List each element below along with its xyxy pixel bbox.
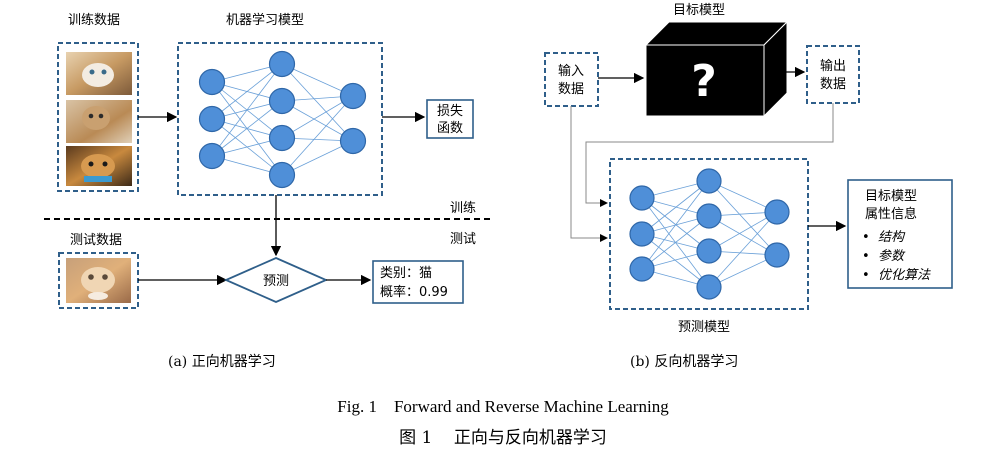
attribute-parameters: 参数 <box>878 249 906 264</box>
ml-model-node-layer1 <box>198 105 226 133</box>
ml-model-edge <box>281 140 354 176</box>
test-data-title: 测试数据 <box>70 233 122 248</box>
test-cat-image <box>66 258 131 303</box>
connector-output-to-predict-model <box>585 103 834 204</box>
ml-model-network <box>198 50 367 189</box>
ml-model-node-layer1 <box>198 142 226 170</box>
attribute-bullet-3: • <box>862 268 870 283</box>
predict-model-node-layer2 <box>696 203 722 229</box>
result-class: 类别：猫 <box>380 266 432 281</box>
ml-model-edge <box>211 63 283 120</box>
predict-model-edge <box>708 215 778 256</box>
ml-model-edge <box>281 95 354 176</box>
figure-caption-english: Fig. 1 Forward and Reverse Machine Learn… <box>337 397 669 416</box>
predict-model-edge <box>641 180 710 270</box>
predict-diamond <box>223 257 329 303</box>
output-data-box <box>806 45 860 104</box>
predict-label: 预测 <box>263 274 289 289</box>
unknown-model-question-mark: ? <box>691 56 717 107</box>
predict-model-edge <box>708 211 778 252</box>
ml-model-node-layer2 <box>268 50 296 78</box>
attribute-title-line2: 属性信息 <box>865 206 917 222</box>
output-data-line2: 数据 <box>820 77 846 92</box>
input-data-line1: 输入 <box>558 63 584 79</box>
training-cat-image-1 <box>66 52 132 95</box>
ml-model-node-layer1 <box>198 68 226 96</box>
loss-function-line1: 损失 <box>437 104 463 119</box>
attribute-bullet-2: • <box>862 249 870 264</box>
prediction-result-box <box>372 260 464 304</box>
ml-model-box <box>177 42 383 196</box>
predict-model-node-layer3 <box>764 199 790 225</box>
loss-function-box <box>426 99 474 139</box>
figure-caption-chinese: 图 1 正向与反向机器学习 <box>399 428 607 448</box>
predict-model-edge <box>708 211 778 288</box>
predict-model-node-layer1 <box>629 221 655 247</box>
training-data-title: 训练数据 <box>68 13 120 28</box>
ml-model-node-layer3 <box>339 127 367 155</box>
predict-model-edge <box>641 180 710 235</box>
loss-function-line2: 函数 <box>437 121 463 136</box>
connector-input-arrowhead <box>600 234 608 242</box>
predict-model-edge <box>708 180 778 256</box>
black-box-cube <box>644 20 789 118</box>
input-data-box <box>544 52 599 107</box>
ml-model-edge <box>211 63 283 157</box>
attribute-title-line1: 目标模型 <box>865 189 917 204</box>
predict-model-network <box>629 168 790 300</box>
input-data-line2: 数据 <box>558 82 584 97</box>
predict-model-node-layer2 <box>696 168 722 194</box>
result-probability: 概率：0.99 <box>380 284 448 300</box>
output-data-line1: 输出 <box>820 58 846 74</box>
predict-model-node-layer1 <box>629 185 655 211</box>
subcaption-b: (b) 反向机器学习 <box>630 354 738 370</box>
attribute-bullet-1: • <box>862 230 870 245</box>
ml-model-node-layer2 <box>268 161 296 189</box>
attribute-optimizer: 优化算法 <box>878 268 931 283</box>
ml-model-edge <box>281 63 354 142</box>
target-model-title: 目标模型 <box>673 3 725 18</box>
predict-model-node-layer2 <box>696 274 722 300</box>
ml-model-node-layer2 <box>268 87 296 115</box>
subcaption-a: (a) 正向机器学习 <box>168 354 276 370</box>
training-cat-image-3 <box>66 146 132 186</box>
predict-model-edge <box>641 233 710 288</box>
predict-model-node-layer3 <box>764 242 790 268</box>
training-cat-image-2 <box>66 100 132 143</box>
ml-model-title: 机器学习模型 <box>226 12 304 28</box>
ml-model-node-layer2 <box>268 124 296 152</box>
predict-model-node-layer2 <box>696 238 722 264</box>
attribute-info-box <box>847 179 953 289</box>
predict-model-node-layer1 <box>629 256 655 282</box>
predict-model-title: 预测模型 <box>678 320 730 335</box>
ml-model-edge <box>281 95 354 139</box>
predict-model-edge <box>641 215 710 270</box>
attribute-structure: 结构 <box>878 230 906 245</box>
connector-input-to-predict-model <box>570 106 600 239</box>
ml-model-edge <box>211 100 283 157</box>
connector-output-arrowhead <box>600 199 608 207</box>
ml-model-edge <box>281 100 354 142</box>
ml-model-node-layer3 <box>339 82 367 110</box>
test-label: 测试 <box>450 232 476 247</box>
train-label: 训练 <box>450 201 476 216</box>
predict-model-box <box>609 158 809 310</box>
